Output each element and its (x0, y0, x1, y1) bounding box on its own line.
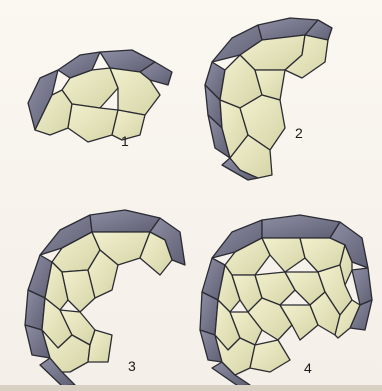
stage-4-hex-panel (250, 340, 290, 372)
stage-1-label: 1 (121, 133, 129, 149)
bottom-border-strip (0, 385, 382, 391)
stage-3-edge-plate (90, 210, 160, 232)
stage-3-label: 3 (128, 358, 136, 374)
stage-1-hex-panel (68, 104, 118, 142)
stage-4-assembly (200, 215, 372, 386)
stage-4-edge-plate (352, 268, 372, 305)
stage-4-edge-plate (262, 215, 340, 238)
stage-4-label: 4 (304, 360, 312, 376)
stage-2-assembly (205, 18, 332, 180)
stage-2-label: 2 (295, 125, 303, 141)
stage-1-assembly (28, 50, 172, 142)
stage-3-assembly (25, 210, 185, 386)
